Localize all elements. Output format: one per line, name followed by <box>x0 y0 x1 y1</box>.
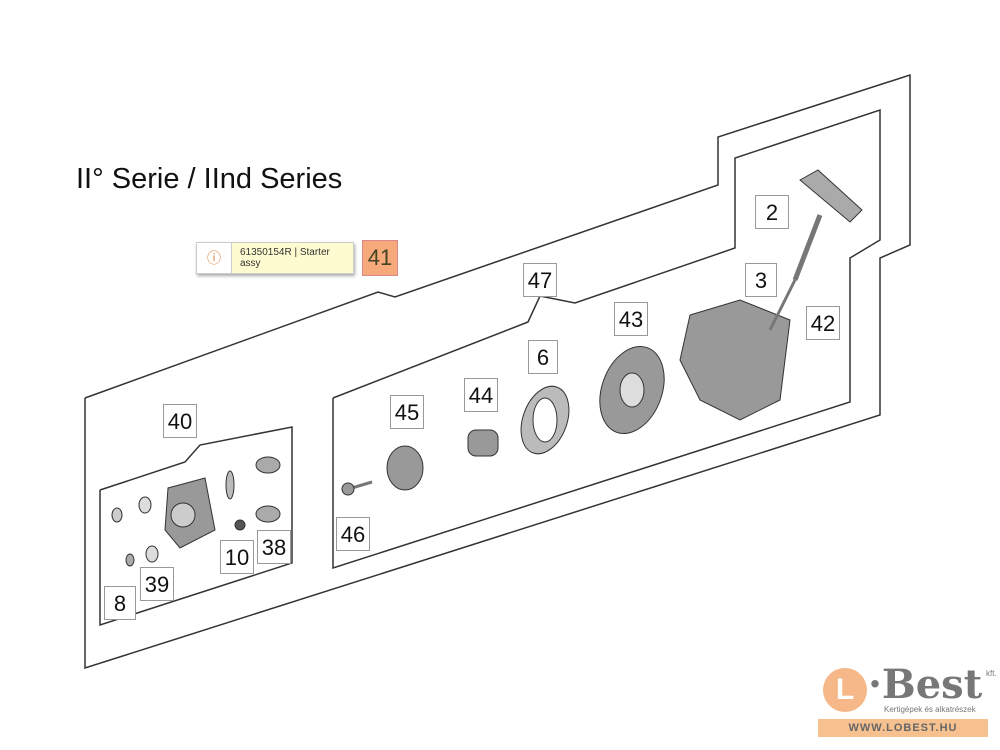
part-label[interactable]: 38 <box>257 530 291 564</box>
part-label[interactable]: 45 <box>390 395 424 429</box>
tooltip: ⓘ 61350154R | Starter assy <box>196 242 354 274</box>
part-label[interactable]: 47 <box>523 263 557 297</box>
part-label[interactable]: 6 <box>528 340 558 374</box>
part-label[interactable]: 10 <box>220 540 254 574</box>
part-label[interactable]: 44 <box>464 378 498 412</box>
part-label[interactable]: 2 <box>755 195 789 229</box>
info-icon: ⓘ <box>197 243 232 273</box>
part-label[interactable]: 8 <box>104 586 136 620</box>
logo-suffix: kft. <box>986 669 997 678</box>
left-group-outline <box>99 426 293 627</box>
starter-housing <box>679 299 791 421</box>
logo-mark: L <box>823 668 867 712</box>
part-label[interactable]: 3 <box>745 263 777 297</box>
part-label[interactable]: 40 <box>163 404 197 438</box>
handle <box>799 169 863 223</box>
tooltip-text: 61350154R | Starter assy <box>239 247 330 269</box>
part-label[interactable]: 42 <box>806 306 840 340</box>
logo-url: WWW.LOBEST.HU <box>818 719 988 737</box>
part-label[interactable]: 46 <box>336 517 370 551</box>
part-label[interactable]: 39 <box>140 567 174 601</box>
outer-outline <box>84 73 911 670</box>
logo-tagline: Kertigépek és alkatrészek <box>884 705 976 714</box>
part-label-41-highlighted[interactable]: 41 <box>362 240 398 276</box>
right-group-outline <box>332 108 881 570</box>
part-label[interactable]: 43 <box>614 302 648 336</box>
ratchet <box>386 445 424 491</box>
lobest-logo: L ·Best kft. Kertigépek és alkatrészek W… <box>818 661 998 745</box>
page-title: II° Serie / IInd Series <box>76 163 343 195</box>
logo-brand: ·Best <box>868 661 983 708</box>
spring <box>467 429 499 457</box>
